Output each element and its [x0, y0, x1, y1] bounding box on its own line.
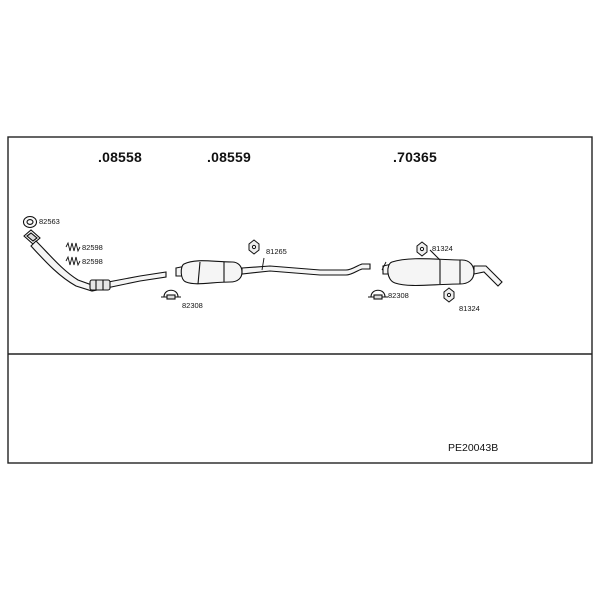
rubber-hanger-icon: [443, 287, 455, 303]
middle-silencer-icon: [180, 260, 243, 285]
front-joint-icon: [89, 279, 111, 291]
group-number-rear: .70365: [393, 149, 438, 165]
part-label-hanger-middle: 81265: [266, 247, 287, 256]
rear-silencer-icon: [387, 258, 475, 287]
part-label-clamp-rear: 82308: [388, 291, 409, 300]
hanger-leader-line: [261, 257, 265, 271]
rubber-hanger-icon: [248, 239, 260, 255]
rear-inlet-marker: [381, 261, 387, 271]
group-number-middle: .08559: [207, 149, 252, 165]
middle-pipe: [241, 263, 371, 276]
rubber-hanger-icon: [416, 241, 428, 257]
ring-gasket-icon: [22, 215, 38, 229]
u-clamp-icon: [161, 289, 181, 300]
spring-icon: [65, 241, 81, 267]
rear-section: [382, 249, 503, 287]
rear-tailpipe: [473, 265, 503, 287]
outer-border: [7, 136, 593, 464]
front-downpipe: [30, 240, 167, 292]
part-label-spring-top: 82598: [82, 243, 103, 252]
part-label-gasket: 82563: [39, 217, 60, 226]
part-label-spring-bottom: 82598: [82, 257, 103, 266]
part-label-hanger-rear-bottom: 81324: [459, 304, 480, 313]
kit-code: PE20043B: [448, 442, 499, 454]
u-clamp-icon: [368, 289, 388, 300]
group-number-front: .08558: [98, 149, 143, 165]
front-pipe-section: [23, 229, 167, 292]
middle-section: [175, 260, 371, 285]
part-label-hanger-rear-top: 81324: [432, 244, 453, 253]
part-label-clamp-middle: 82308: [182, 301, 203, 310]
